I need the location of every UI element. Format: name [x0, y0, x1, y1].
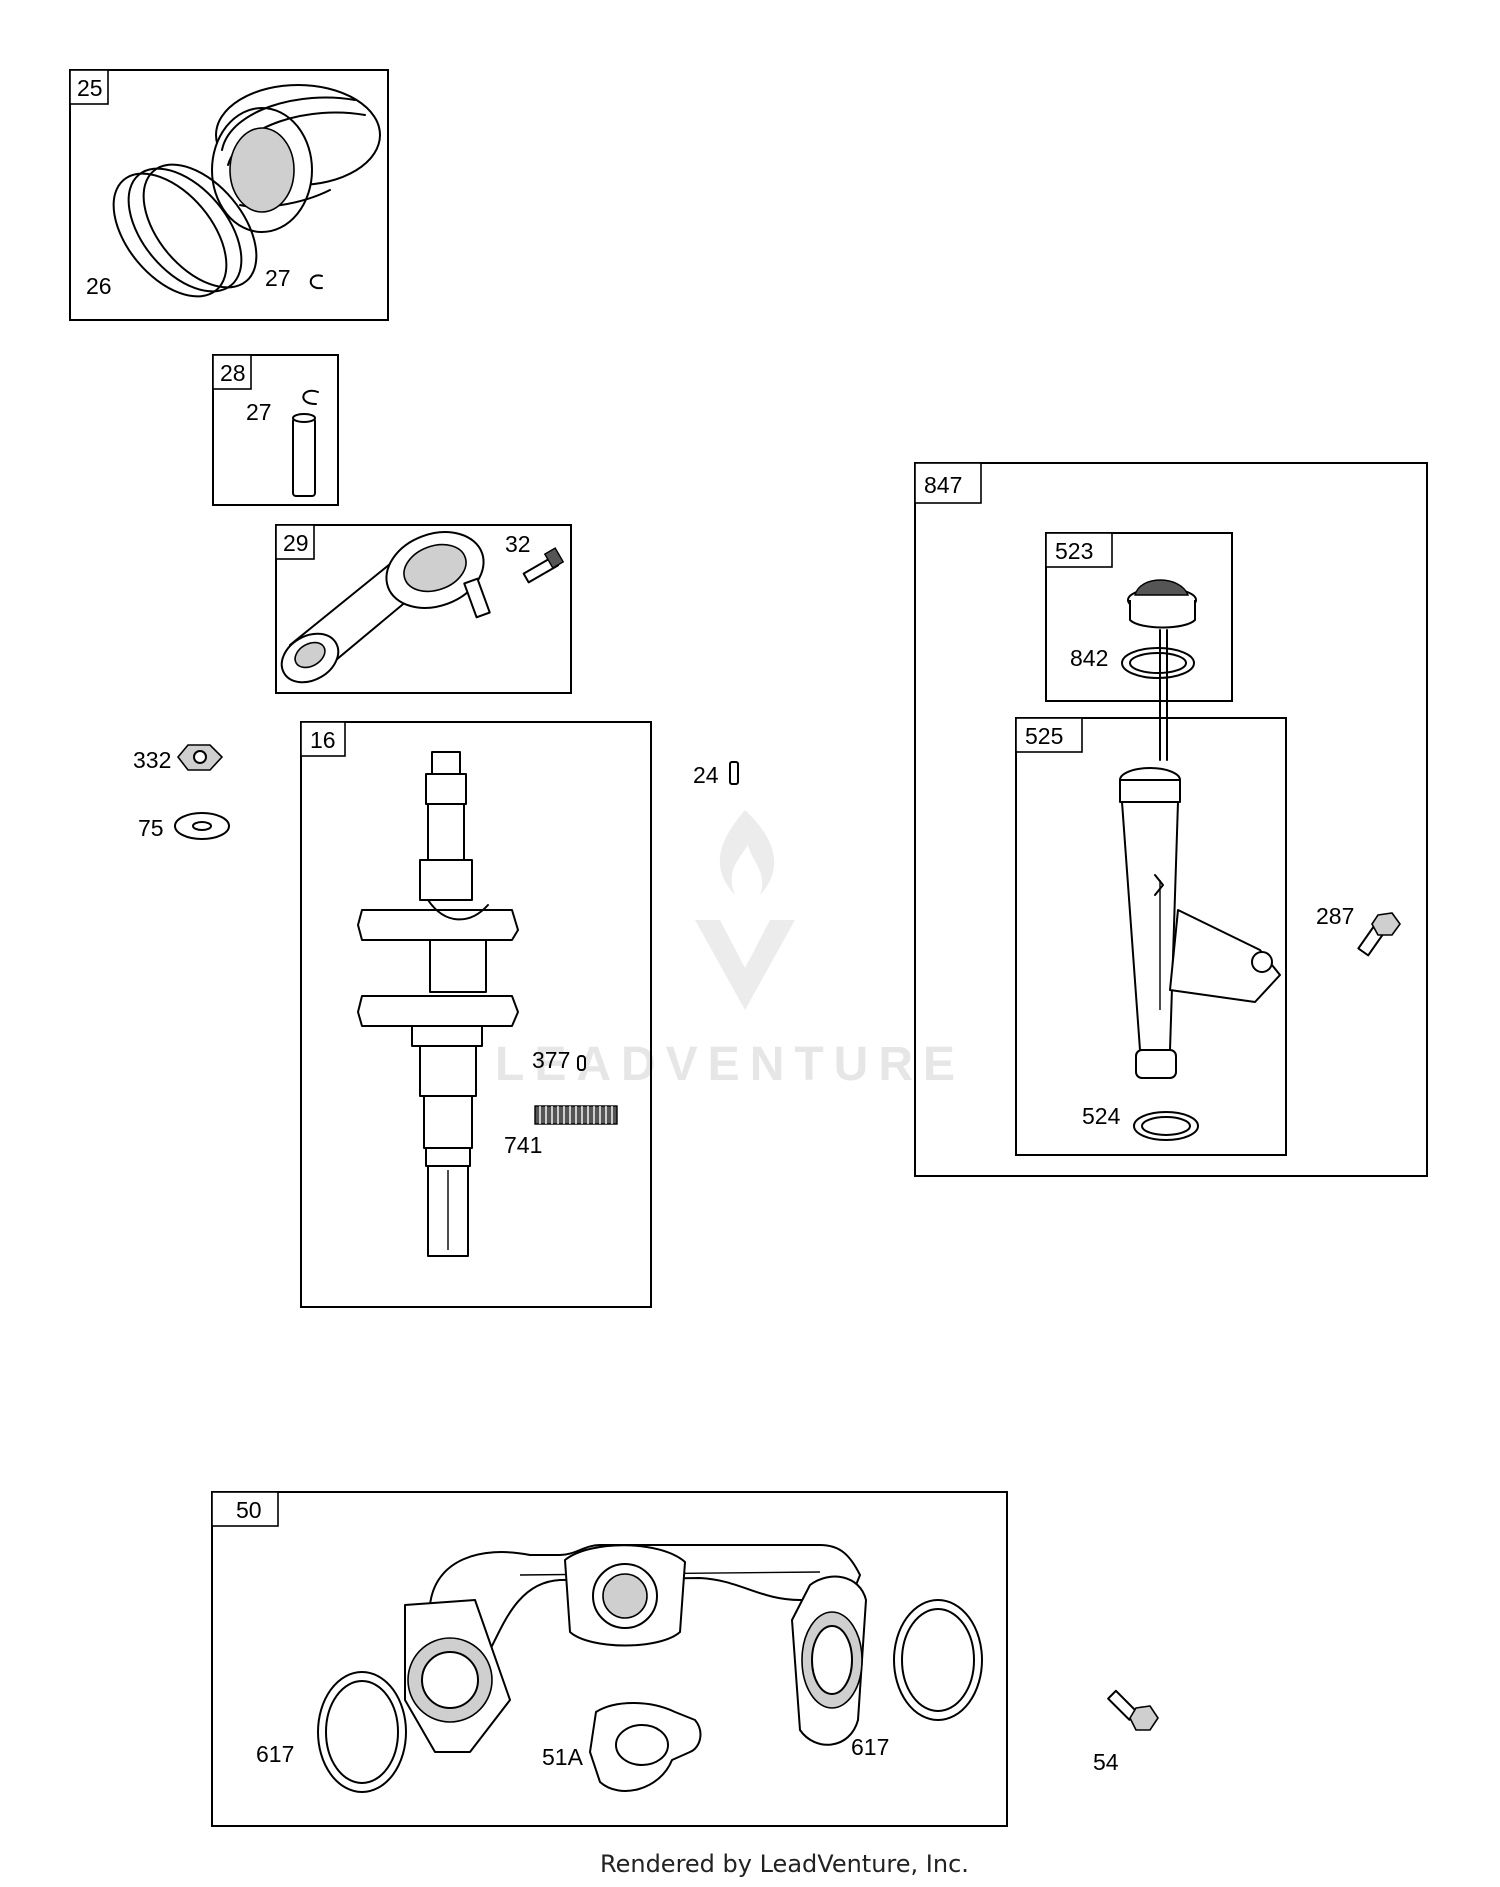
gasket-617-left-inner — [325, 1680, 399, 1784]
group-847-frame — [914, 462, 1428, 1177]
washer-hole — [192, 821, 212, 831]
connecting-rod-icon — [280, 531, 491, 684]
part-377-label[interactable]: 377 — [532, 1047, 570, 1073]
group-25-tag — [69, 69, 109, 105]
part-26-label[interactable]: 26 — [86, 273, 112, 299]
group-847-tag — [914, 462, 982, 504]
part-24-label[interactable]: 24 — [693, 762, 719, 788]
group-25-number[interactable]: 25 — [77, 75, 103, 101]
group-28-frame — [212, 354, 339, 506]
group-16-frame — [300, 721, 652, 1308]
group-16-crankshaft[interactable]: 16 377 741 — [300, 721, 652, 1308]
crank-gear-icon — [534, 1105, 618, 1125]
part-524-label[interactable]: 524 — [1082, 1103, 1121, 1129]
retainer-clip-icon — [309, 274, 323, 290]
group-523-tag — [1045, 532, 1113, 568]
o-ring-842-inner — [1129, 652, 1187, 674]
part-842-label[interactable]: 842 — [1070, 645, 1108, 671]
group-523-frame — [1045, 532, 1233, 702]
crank-key-icon — [577, 1055, 586, 1071]
gasket-51a-hole — [615, 1724, 669, 1766]
group-29-frame — [275, 524, 572, 694]
oil-fill-tube-icon — [1119, 629, 1281, 1079]
o-ring-524-inner — [1141, 1116, 1191, 1136]
gasket-617-right-inner — [901, 1608, 975, 1712]
crankshaft-icon — [357, 751, 519, 1257]
part-27-pin-clip-label[interactable]: 27 — [246, 399, 272, 425]
group-523-number[interactable]: 523 — [1055, 538, 1093, 564]
group-29-number[interactable]: 29 — [283, 530, 309, 556]
screw-287-head-icon — [1371, 912, 1401, 936]
group-29-tag — [275, 524, 315, 560]
group-525-tag — [1015, 717, 1083, 753]
part-54-bolt[interactable]: 54 — [1093, 1689, 1159, 1775]
part-287-screw[interactable]: 287 — [1316, 903, 1401, 957]
piston-pin-icon — [292, 413, 316, 497]
group-16-number[interactable]: 16 — [310, 727, 336, 753]
part-27-label[interactable]: 27 — [265, 265, 291, 291]
group-25-frame — [69, 69, 389, 321]
dipstick-cap-icon — [1127, 579, 1197, 629]
group-16-tag — [300, 721, 346, 757]
group-50-intake-manifold[interactable]: 50 617 51A 617 — [211, 1491, 1008, 1827]
group-28-number[interactable]: 28 — [220, 360, 246, 386]
hex-nut-hole — [193, 750, 207, 764]
part-75-label[interactable]: 75 — [138, 815, 164, 841]
dowel-pin-icon — [729, 761, 739, 785]
part-741-label[interactable]: 741 — [504, 1132, 542, 1158]
group-29-connecting-rod[interactable]: 29 32 — [273, 519, 572, 694]
part-332-nut[interactable]: 332 — [133, 744, 224, 773]
part-32-label[interactable]: 32 — [505, 531, 531, 557]
group-50-frame — [211, 1491, 1008, 1827]
part-24-dowel[interactable]: 24 — [693, 761, 739, 788]
part-332-label[interactable]: 332 — [133, 747, 171, 773]
piston-icon — [211, 84, 381, 233]
part-51a-label[interactable]: 51A — [542, 1744, 584, 1770]
watermark-text: LEADVENTURE — [495, 1038, 965, 1091]
group-25-piston-assembly[interactable]: 25 26 27 — [69, 69, 389, 321]
group-28-tag — [212, 354, 252, 390]
group-525-number[interactable]: 525 — [1025, 723, 1063, 749]
part-617-right-label[interactable]: 617 — [851, 1734, 889, 1760]
part-287-label[interactable]: 287 — [1316, 903, 1354, 929]
part-54-label[interactable]: 54 — [1093, 1749, 1119, 1775]
group-28-piston-pin[interactable]: 28 27 — [212, 354, 339, 506]
group-847-oil-fill-tube[interactable]: 847 523 842 525 524 — [914, 462, 1428, 1177]
bolt-54-head-icon — [1129, 1705, 1159, 1731]
group-847-number[interactable]: 847 — [924, 472, 962, 498]
group-525-frame — [1015, 717, 1287, 1156]
piston-rings-icon — [112, 163, 258, 298]
watermark: LEADVENTURE — [495, 810, 965, 1091]
intake-manifold-icon — [404, 1544, 867, 1753]
part-617-left-label[interactable]: 617 — [256, 1741, 294, 1767]
rod-bolt-icon — [522, 547, 565, 584]
pin-clip-icon — [302, 389, 319, 405]
part-75-washer[interactable]: 75 — [138, 812, 230, 841]
group-50-tag — [211, 1491, 279, 1527]
footer-credit: Rendered by LeadVenture, Inc. — [600, 1850, 969, 1878]
group-50-number[interactable]: 50 — [236, 1497, 262, 1523]
